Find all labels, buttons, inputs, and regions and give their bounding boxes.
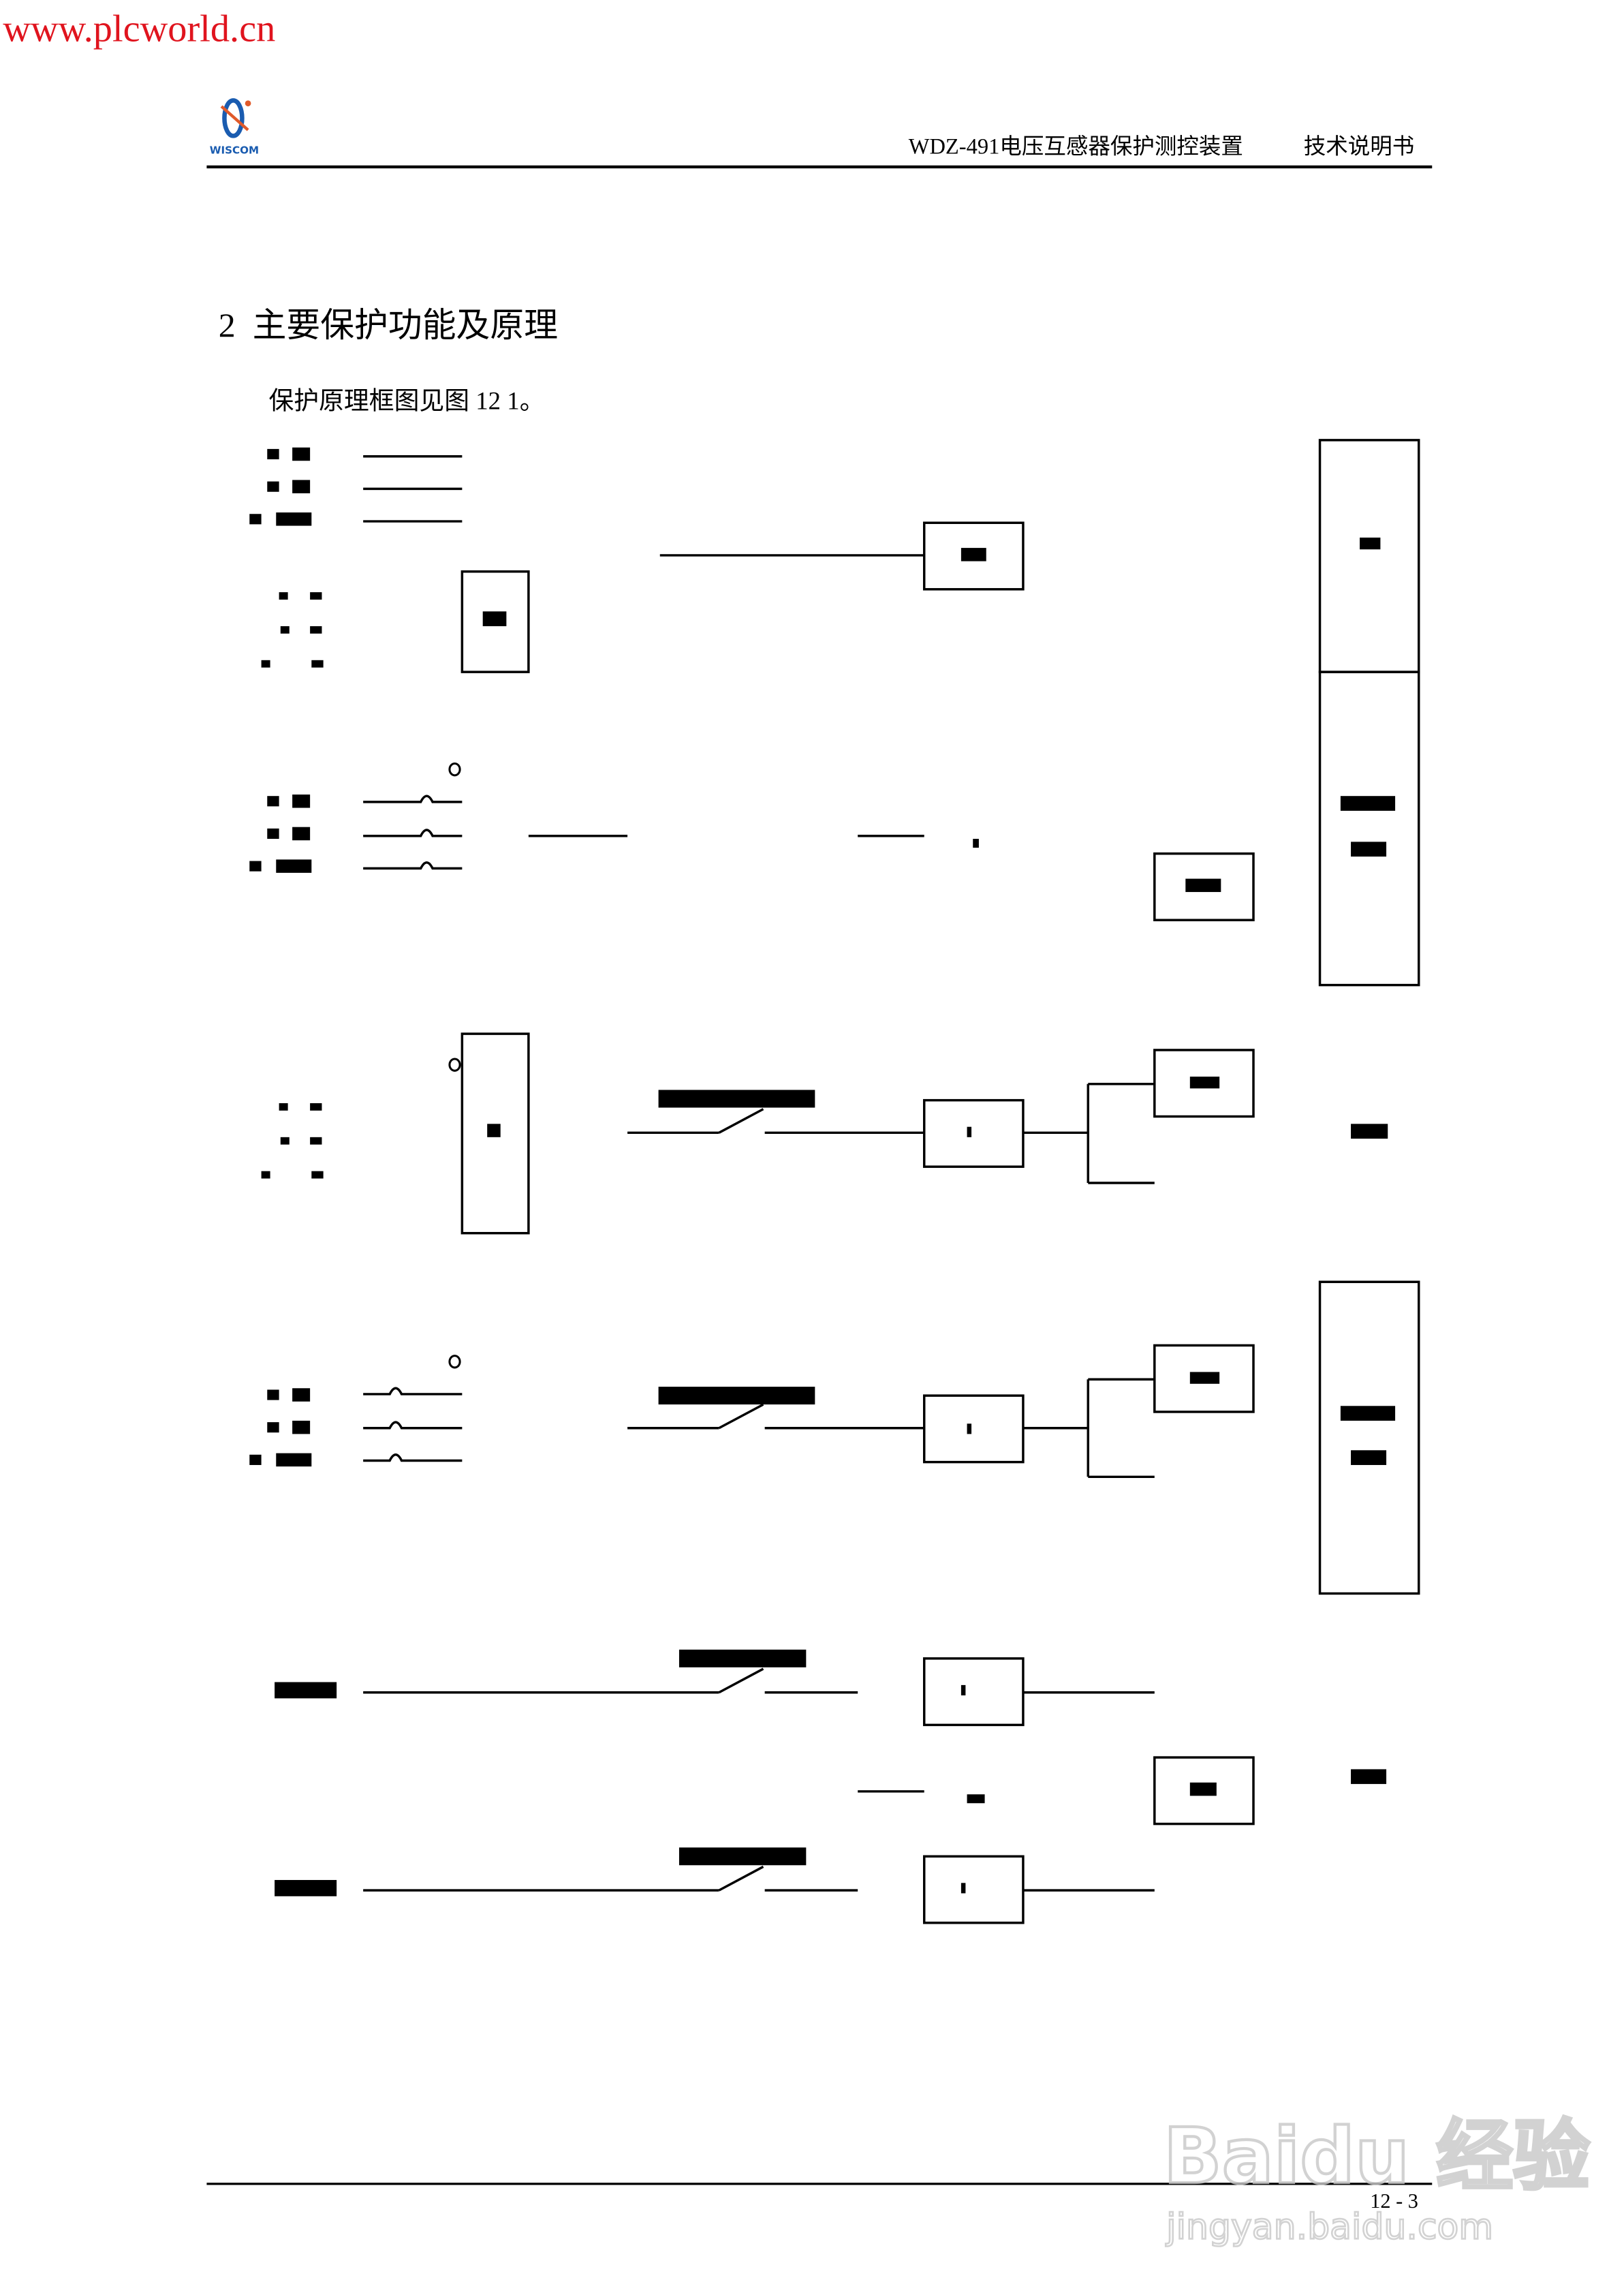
redacted-label [267, 481, 279, 492]
redacted-label [279, 1103, 288, 1111]
inverter-circle [448, 1058, 461, 1072]
logic-block [1318, 671, 1420, 987]
redacted-label [311, 1171, 324, 1179]
redacted-label [276, 512, 312, 526]
logic-block [922, 1394, 1025, 1464]
inverter-circle [448, 762, 461, 777]
logic-block [460, 570, 530, 673]
redacted-label [275, 1879, 337, 1896]
redacted-label [487, 1124, 501, 1137]
header-title: WDZ-491电压互感器保护测控装置 [909, 134, 1243, 159]
logic-block [1153, 852, 1255, 921]
inverter-circle [448, 1355, 461, 1369]
signal-line-crossover [363, 1453, 463, 1462]
redacted-label [261, 660, 270, 668]
redacted-label [310, 1103, 322, 1111]
section-intro: 保护原理框图见图 12 1。 [268, 386, 544, 414]
redacted-label [310, 626, 322, 634]
header-doc-type: 技术说明书 [1304, 134, 1415, 159]
redacted-label [292, 827, 311, 841]
logic-block [922, 1855, 1025, 1924]
section-heading: 2 主要保护功能及原理 [219, 307, 558, 344]
redacted-label [967, 1126, 972, 1137]
redacted-label [1340, 796, 1396, 811]
redacted-label [267, 828, 279, 840]
redacted-label [678, 1649, 807, 1667]
wiscom-logo: WISCOM [210, 98, 259, 156]
logic-block [922, 1657, 1025, 1727]
baidu-watermark-url: jingyan.baidu.com [1166, 2207, 1493, 2248]
redacted-label [658, 1387, 815, 1405]
redacted-label [280, 1137, 290, 1145]
signal-line [718, 1108, 764, 1134]
redacted-label [267, 1422, 279, 1433]
redacted-label [1351, 842, 1387, 857]
redacted-label [275, 1682, 337, 1699]
redacted-label [310, 1137, 322, 1145]
redacted-label [1351, 1450, 1387, 1465]
redacted-label [658, 1090, 815, 1108]
redacted-label [967, 1423, 972, 1434]
redacted-label [276, 1453, 312, 1467]
redacted-label [1351, 1769, 1387, 1785]
signal-line-crossover [363, 1421, 463, 1430]
logo-text: WISCOM [210, 144, 259, 156]
redacted-label [292, 1420, 311, 1434]
footer-rule [206, 2183, 1433, 2185]
logic-block [1153, 1344, 1255, 1413]
redacted-label [973, 839, 979, 848]
redacted-label [1185, 878, 1221, 893]
logic-block [460, 1032, 530, 1235]
redacted-label [967, 1794, 985, 1804]
redacted-label [267, 448, 279, 460]
redacted-label [961, 1684, 966, 1696]
header-rule [206, 165, 1433, 169]
baidu-watermark: Baidu 经验 [1164, 2111, 1590, 2201]
redacted-label [292, 447, 311, 461]
redacted-label [279, 592, 288, 600]
redacted-label [311, 660, 324, 668]
redacted-label [249, 1454, 262, 1465]
signal-line-crossover [363, 829, 463, 837]
logic-block [922, 521, 1025, 591]
redacted-label [280, 626, 290, 634]
logic-block [922, 1098, 1025, 1168]
redacted-label [310, 592, 322, 600]
logic-block [1153, 1049, 1255, 1118]
logic-block [1153, 1756, 1255, 1826]
redacted-label [249, 861, 262, 872]
signal-line-crossover [363, 861, 463, 870]
logic-block [1318, 439, 1420, 673]
logic-block [1318, 1280, 1420, 1595]
redacted-label [961, 1883, 966, 1894]
signal-line-crossover [363, 1387, 463, 1396]
protection-block-diagram [249, 439, 1420, 1924]
page-number: 12 - 3 [1370, 2189, 1418, 2213]
redacted-label [292, 795, 311, 808]
redacted-label [1189, 1372, 1220, 1384]
redacted-label [1189, 1782, 1217, 1796]
redacted-label [261, 1171, 270, 1179]
signal-line [718, 1667, 764, 1694]
redacted-label [961, 548, 986, 561]
redacted-label [292, 480, 311, 493]
redacted-label [678, 1847, 807, 1866]
site-watermark[interactable]: www.plcworld.cn [3, 8, 275, 50]
signal-line-crossover [363, 795, 463, 803]
redacted-label [1189, 1076, 1220, 1089]
redacted-label [1351, 1124, 1388, 1139]
signal-line [718, 1403, 764, 1430]
redacted-label [267, 796, 279, 807]
redacted-label [292, 1388, 311, 1402]
redacted-label [482, 611, 507, 626]
redacted-label [249, 514, 262, 525]
redacted-label [276, 859, 312, 873]
signal-line [718, 1865, 764, 1892]
redacted-label [1360, 537, 1381, 550]
redacted-label [1340, 1406, 1396, 1421]
redacted-label [267, 1389, 279, 1400]
